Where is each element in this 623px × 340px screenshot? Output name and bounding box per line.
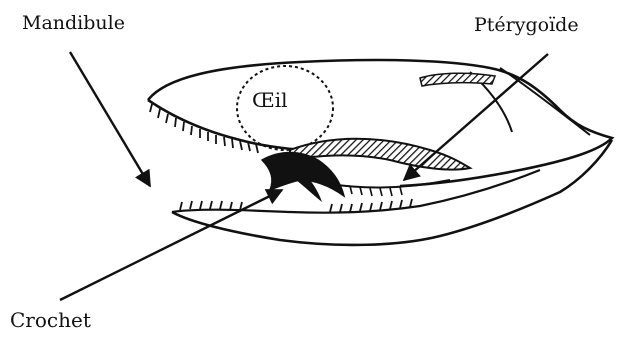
- label-mandibule: Mandibule: [22, 12, 125, 34]
- palatine-line: [330, 180, 450, 187]
- arrow-mandibule: [70, 52, 150, 186]
- label-crochet: Crochet: [10, 308, 91, 332]
- label-oeil: Œil: [252, 88, 288, 112]
- arrow-pterygoide: [404, 54, 548, 180]
- skull-outline: [148, 60, 612, 186]
- arrow-crochet: [60, 190, 282, 300]
- upper-hatched-bone: [420, 73, 495, 86]
- label-pterygoide: Ptérygoïde: [474, 14, 579, 36]
